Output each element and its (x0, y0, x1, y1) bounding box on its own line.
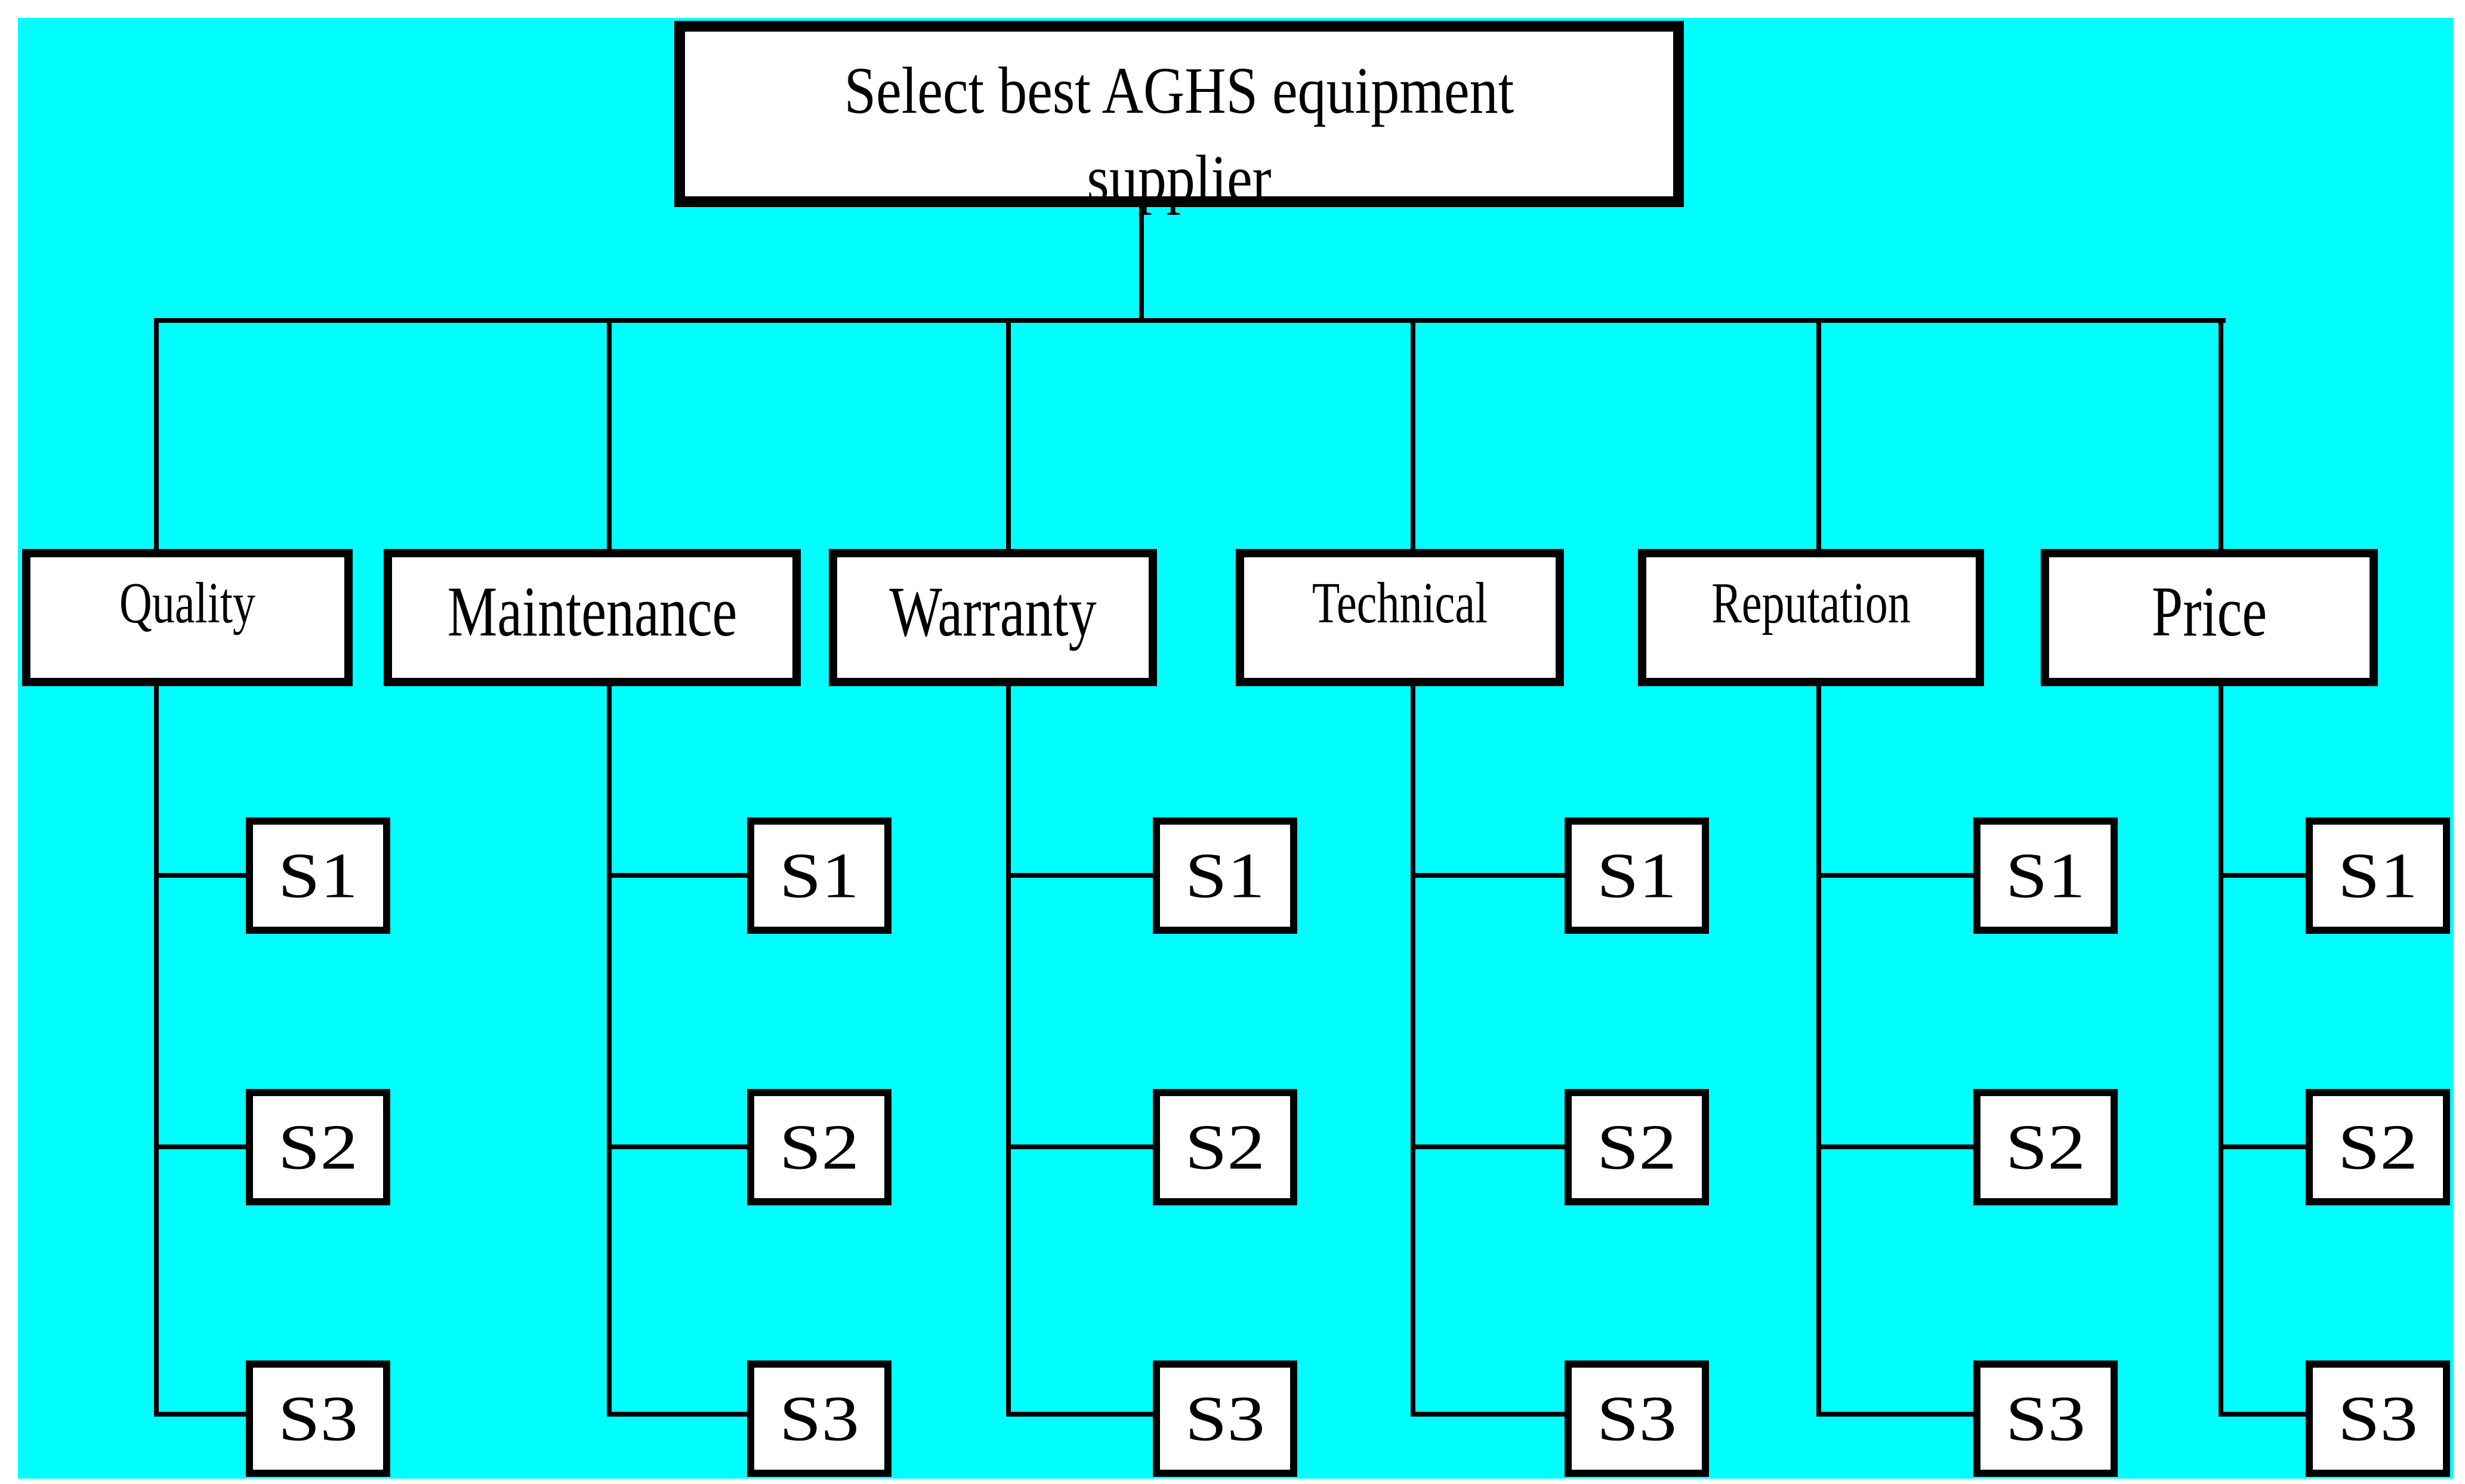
alt-label: S1 (1596, 840, 1677, 912)
connector-reputation-top (1816, 318, 1821, 554)
alt-label: S3 (779, 1383, 860, 1455)
connector-maintenance-s2 (609, 1144, 752, 1149)
criterion-box-price: Price (2041, 549, 2378, 686)
alt-box-technical-s2: S2 (1565, 1089, 1709, 1205)
criterion-label-technical: Technical (1312, 571, 1488, 635)
alt-label: S3 (2005, 1383, 2086, 1455)
criterion-box-technical: Technical (1236, 549, 1564, 686)
alt-label: S2 (1184, 1111, 1266, 1183)
criterion-box-quality: Quality (22, 549, 353, 686)
diagram-background (18, 18, 2454, 1479)
alt-box-warranty-s1: S1 (1153, 817, 1297, 934)
criterion-label-price: Price (2151, 572, 2267, 652)
alt-box-quality-s1: S1 (246, 817, 390, 934)
connector-warranty-s2 (1008, 1144, 1158, 1149)
connector-technical-s2 (1413, 1144, 1569, 1149)
goal-label: Select best AGHS equipment supplier (844, 53, 1514, 215)
alt-box-quality-s3: S3 (246, 1360, 390, 1477)
connector-reputation-trunk (1816, 683, 1821, 1417)
connector-reputation-s1 (1819, 873, 1978, 878)
connector-technical-trunk (1411, 683, 1415, 1417)
alt-box-price-s2: S2 (2306, 1089, 2450, 1205)
criterion-box-warranty: Warranty (829, 549, 1157, 686)
goal-connector-stub (1139, 206, 1144, 320)
alt-box-reputation-s3: S3 (1973, 1360, 2118, 1477)
alt-label: S1 (1184, 840, 1266, 912)
alt-label: S2 (277, 1111, 359, 1183)
connector-reputation-s3 (1819, 1412, 1978, 1417)
alt-label: S2 (779, 1111, 860, 1183)
alt-box-warranty-s3: S3 (1153, 1360, 1297, 1477)
alt-box-warranty-s2: S2 (1153, 1089, 1297, 1205)
alt-box-technical-s1: S1 (1565, 817, 1709, 934)
alt-box-quality-s2: S2 (246, 1089, 390, 1205)
connector-price-top (2219, 318, 2223, 554)
alt-label: S1 (779, 840, 860, 912)
connector-price-trunk (2219, 683, 2223, 1417)
alt-box-price-s1: S1 (2306, 817, 2450, 934)
alt-box-maintenance-s2: S2 (747, 1089, 891, 1205)
criterion-label-maintenance: Maintenance (447, 572, 738, 652)
connector-quality-s3 (156, 1412, 251, 1417)
connector-maintenance-top (607, 318, 612, 554)
alt-box-maintenance-s1: S1 (747, 817, 891, 934)
alt-label: S2 (2005, 1111, 2086, 1183)
connector-price-s2 (2221, 1144, 2310, 1149)
alt-label: S1 (2005, 840, 2086, 912)
connector-quality-s1 (156, 873, 251, 878)
criterion-label-warranty: Warranty (889, 572, 1097, 652)
connector-technical-s3 (1413, 1412, 1569, 1417)
connector-maintenance-s3 (609, 1412, 752, 1417)
alt-box-maintenance-s3: S3 (747, 1360, 891, 1477)
criteria-connector-bar (154, 318, 2226, 323)
alt-label: S1 (2337, 840, 2418, 912)
connector-quality-s2 (156, 1144, 251, 1149)
connector-quality-top (154, 318, 159, 554)
criterion-label-reputation: Reputation (1711, 571, 1911, 635)
connector-technical-s1 (1413, 873, 1569, 878)
alt-label: S3 (277, 1383, 359, 1455)
alt-box-price-s3: S3 (2306, 1360, 2450, 1477)
connector-warranty-top (1006, 318, 1011, 554)
connector-reputation-s2 (1819, 1144, 1978, 1149)
alt-label: S1 (277, 840, 359, 912)
connector-price-s3 (2221, 1412, 2310, 1417)
alt-label: S3 (1184, 1383, 1266, 1455)
connector-warranty-s1 (1008, 873, 1158, 878)
alt-label: S3 (2337, 1383, 2418, 1455)
connector-price-s1 (2221, 873, 2310, 878)
connector-warranty-s3 (1008, 1412, 1158, 1417)
criterion-label-quality: Quality (119, 571, 255, 635)
alt-box-technical-s3: S3 (1565, 1360, 1709, 1477)
alt-box-reputation-s1: S1 (1973, 817, 2118, 934)
connector-maintenance-s1 (609, 873, 752, 878)
connector-quality-trunk (154, 683, 159, 1417)
alt-label: S2 (2337, 1111, 2418, 1183)
goal-box: Select best AGHS equipment supplier (674, 21, 1684, 215)
criterion-box-maintenance: Maintenance (384, 549, 801, 686)
connector-technical-top (1411, 318, 1415, 554)
criterion-box-reputation: Reputation (1638, 549, 1984, 686)
connector-warranty-trunk (1006, 683, 1011, 1417)
alt-box-reputation-s2: S2 (1973, 1089, 2118, 1205)
alt-label: S3 (1596, 1383, 1677, 1455)
connector-maintenance-trunk (607, 683, 612, 1417)
alt-label: S2 (1596, 1111, 1677, 1183)
